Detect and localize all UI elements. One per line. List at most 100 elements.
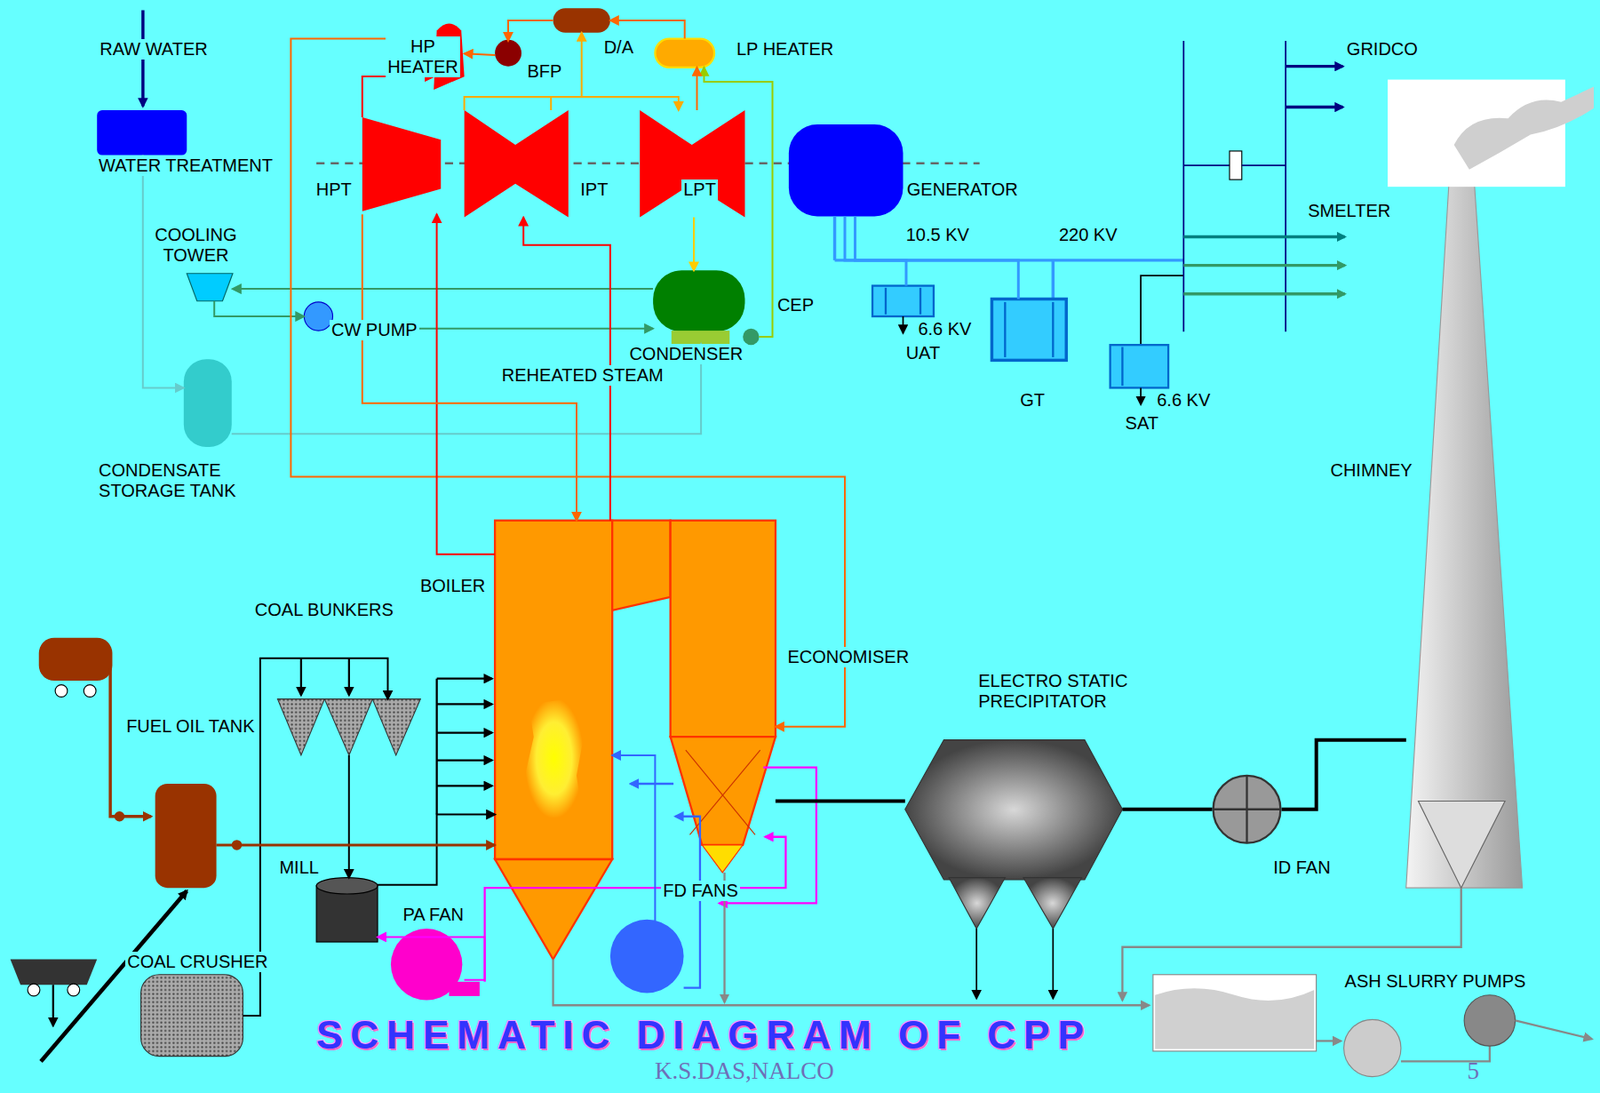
esp-hopper — [1023, 877, 1082, 929]
gt-transformer — [991, 298, 1067, 360]
equipment-node: WATER TREATMENT — [96, 110, 187, 156]
condenser-hotwell — [671, 330, 730, 344]
equipment-node: PA FAN — [390, 928, 465, 996]
ash-sump — [1153, 974, 1317, 1051]
flow-connector — [362, 76, 434, 118]
equipment-label: CONDENSER — [627, 343, 745, 365]
equipment-node: ASH SLURRY PUMPS — [1464, 995, 1515, 1046]
equipment-node: 6.6 KVUAT — [872, 286, 934, 317]
boiler-duct — [612, 520, 670, 611]
flow-connector — [704, 67, 773, 337]
equipment-node: CONDENSER — [652, 270, 745, 344]
equipment-node: COAL BUNKERS — [277, 699, 421, 756]
busbar — [1284, 40, 1287, 332]
flow-connector — [143, 155, 184, 389]
coal-bunker — [372, 699, 421, 756]
smelter-feeder — [1183, 263, 1345, 267]
equipment-label: COAL BUNKERS — [253, 599, 396, 621]
equipment-label: ASH SLURRY PUMPS — [1343, 971, 1529, 992]
uat-winding — [884, 287, 887, 315]
lp-heater-vessel — [654, 39, 715, 68]
equipment-label: PA FAN — [400, 904, 466, 925]
equipment-node: COAL CRUSHER — [141, 974, 244, 1057]
flow-connector — [377, 936, 486, 980]
boiler-furnace — [494, 520, 613, 860]
equipment-label: D/A — [602, 37, 636, 58]
ash-water-pump — [1344, 1018, 1401, 1076]
esp-hopper — [948, 877, 1005, 929]
equipment-label: CHIMNEY — [1328, 460, 1414, 481]
equipment-label: HP HEATER — [385, 36, 461, 78]
secondary-air-duct — [675, 816, 701, 988]
equipment-label: 6.6 KV — [1154, 390, 1212, 411]
gridco-feeder — [1285, 64, 1343, 68]
cw-pump — [303, 302, 333, 331]
flow-connector — [1281, 740, 1407, 810]
secondary-air-duct — [630, 782, 674, 785]
oil-tanker-wagon — [39, 637, 113, 681]
flow-connector — [216, 843, 496, 847]
ash-line — [1316, 1039, 1342, 1042]
equipment-node: ECONOMISER — [670, 520, 776, 873]
equipment-node: D/A — [553, 7, 611, 33]
wagon-wheel — [83, 684, 96, 698]
hp-turbine — [362, 117, 441, 212]
id-fan-cross — [1245, 775, 1248, 844]
ash-drop — [1051, 928, 1054, 998]
equipment-label: CONDENSATE STORAGE TANK — [96, 460, 244, 502]
furnace-flame — [524, 698, 584, 820]
lp-turbine — [639, 110, 745, 218]
equipment-label: COAL CRUSHER — [125, 951, 270, 972]
flow-connector — [775, 799, 906, 804]
sat-winding — [1121, 346, 1123, 386]
equipment-node: CHIMNEY — [1406, 183, 1523, 889]
sat-transformer — [1110, 344, 1169, 388]
equipment-label: BFP — [525, 61, 565, 82]
equipment-label: CEP — [775, 294, 816, 316]
wagon-wheel — [27, 983, 40, 996]
condensate-tank — [183, 358, 232, 447]
free-label: 10.5 KV — [904, 224, 972, 246]
equipment-node: CONDENSATE STORAGE TANK — [183, 358, 232, 447]
burner-line — [437, 677, 493, 680]
equipment-node: GT — [991, 299, 1067, 361]
coal-drop — [52, 984, 55, 1026]
esp-casing — [905, 740, 1123, 880]
free-label: REHEATED STEAM — [500, 365, 666, 386]
flow-connector — [290, 39, 845, 727]
ash-slurry-pump — [1464, 995, 1515, 1046]
burner-line — [437, 784, 493, 787]
air-preheater-cross — [685, 749, 756, 835]
flow-connector — [464, 53, 496, 56]
equipment-label: SAT — [1123, 413, 1161, 434]
coal-bunker — [324, 699, 373, 756]
uat-output — [902, 316, 905, 333]
coal-conveyor — [40, 891, 187, 1062]
equipment-node: HPT — [362, 117, 441, 215]
equipment-label: UAT — [904, 342, 943, 364]
equipment-node: CW PUMP — [303, 302, 333, 331]
equipment-node: MILL — [316, 877, 378, 945]
equipment-node: HP HEATER — [433, 20, 464, 90]
equipment-node: CEP — [742, 328, 759, 345]
cooling-tower — [186, 273, 233, 302]
equipment-label: CW PUMP — [329, 319, 420, 341]
oil-unloading-line — [110, 668, 152, 817]
equipment-node: IPT — [464, 110, 569, 218]
flow-connector — [348, 755, 351, 878]
free-label: 5 — [1464, 1057, 1481, 1085]
flow-connector — [692, 217, 695, 271]
uat-winding — [919, 287, 922, 315]
air-preheater-hopper — [701, 844, 743, 873]
generator-lead — [833, 215, 836, 260]
equipment-label: ID FAN — [1271, 857, 1332, 878]
fuel-oil-vessel — [155, 783, 217, 888]
ash-drop — [975, 928, 978, 998]
flow-connector — [437, 214, 495, 555]
equipment-node: BOILER — [494, 520, 613, 860]
diagram-title: SCHEMATIC DIAGRAM OF CPP — [316, 1012, 1092, 1058]
bunker-feed — [300, 658, 303, 695]
equipment-label: WATER TREATMENT — [96, 155, 275, 176]
